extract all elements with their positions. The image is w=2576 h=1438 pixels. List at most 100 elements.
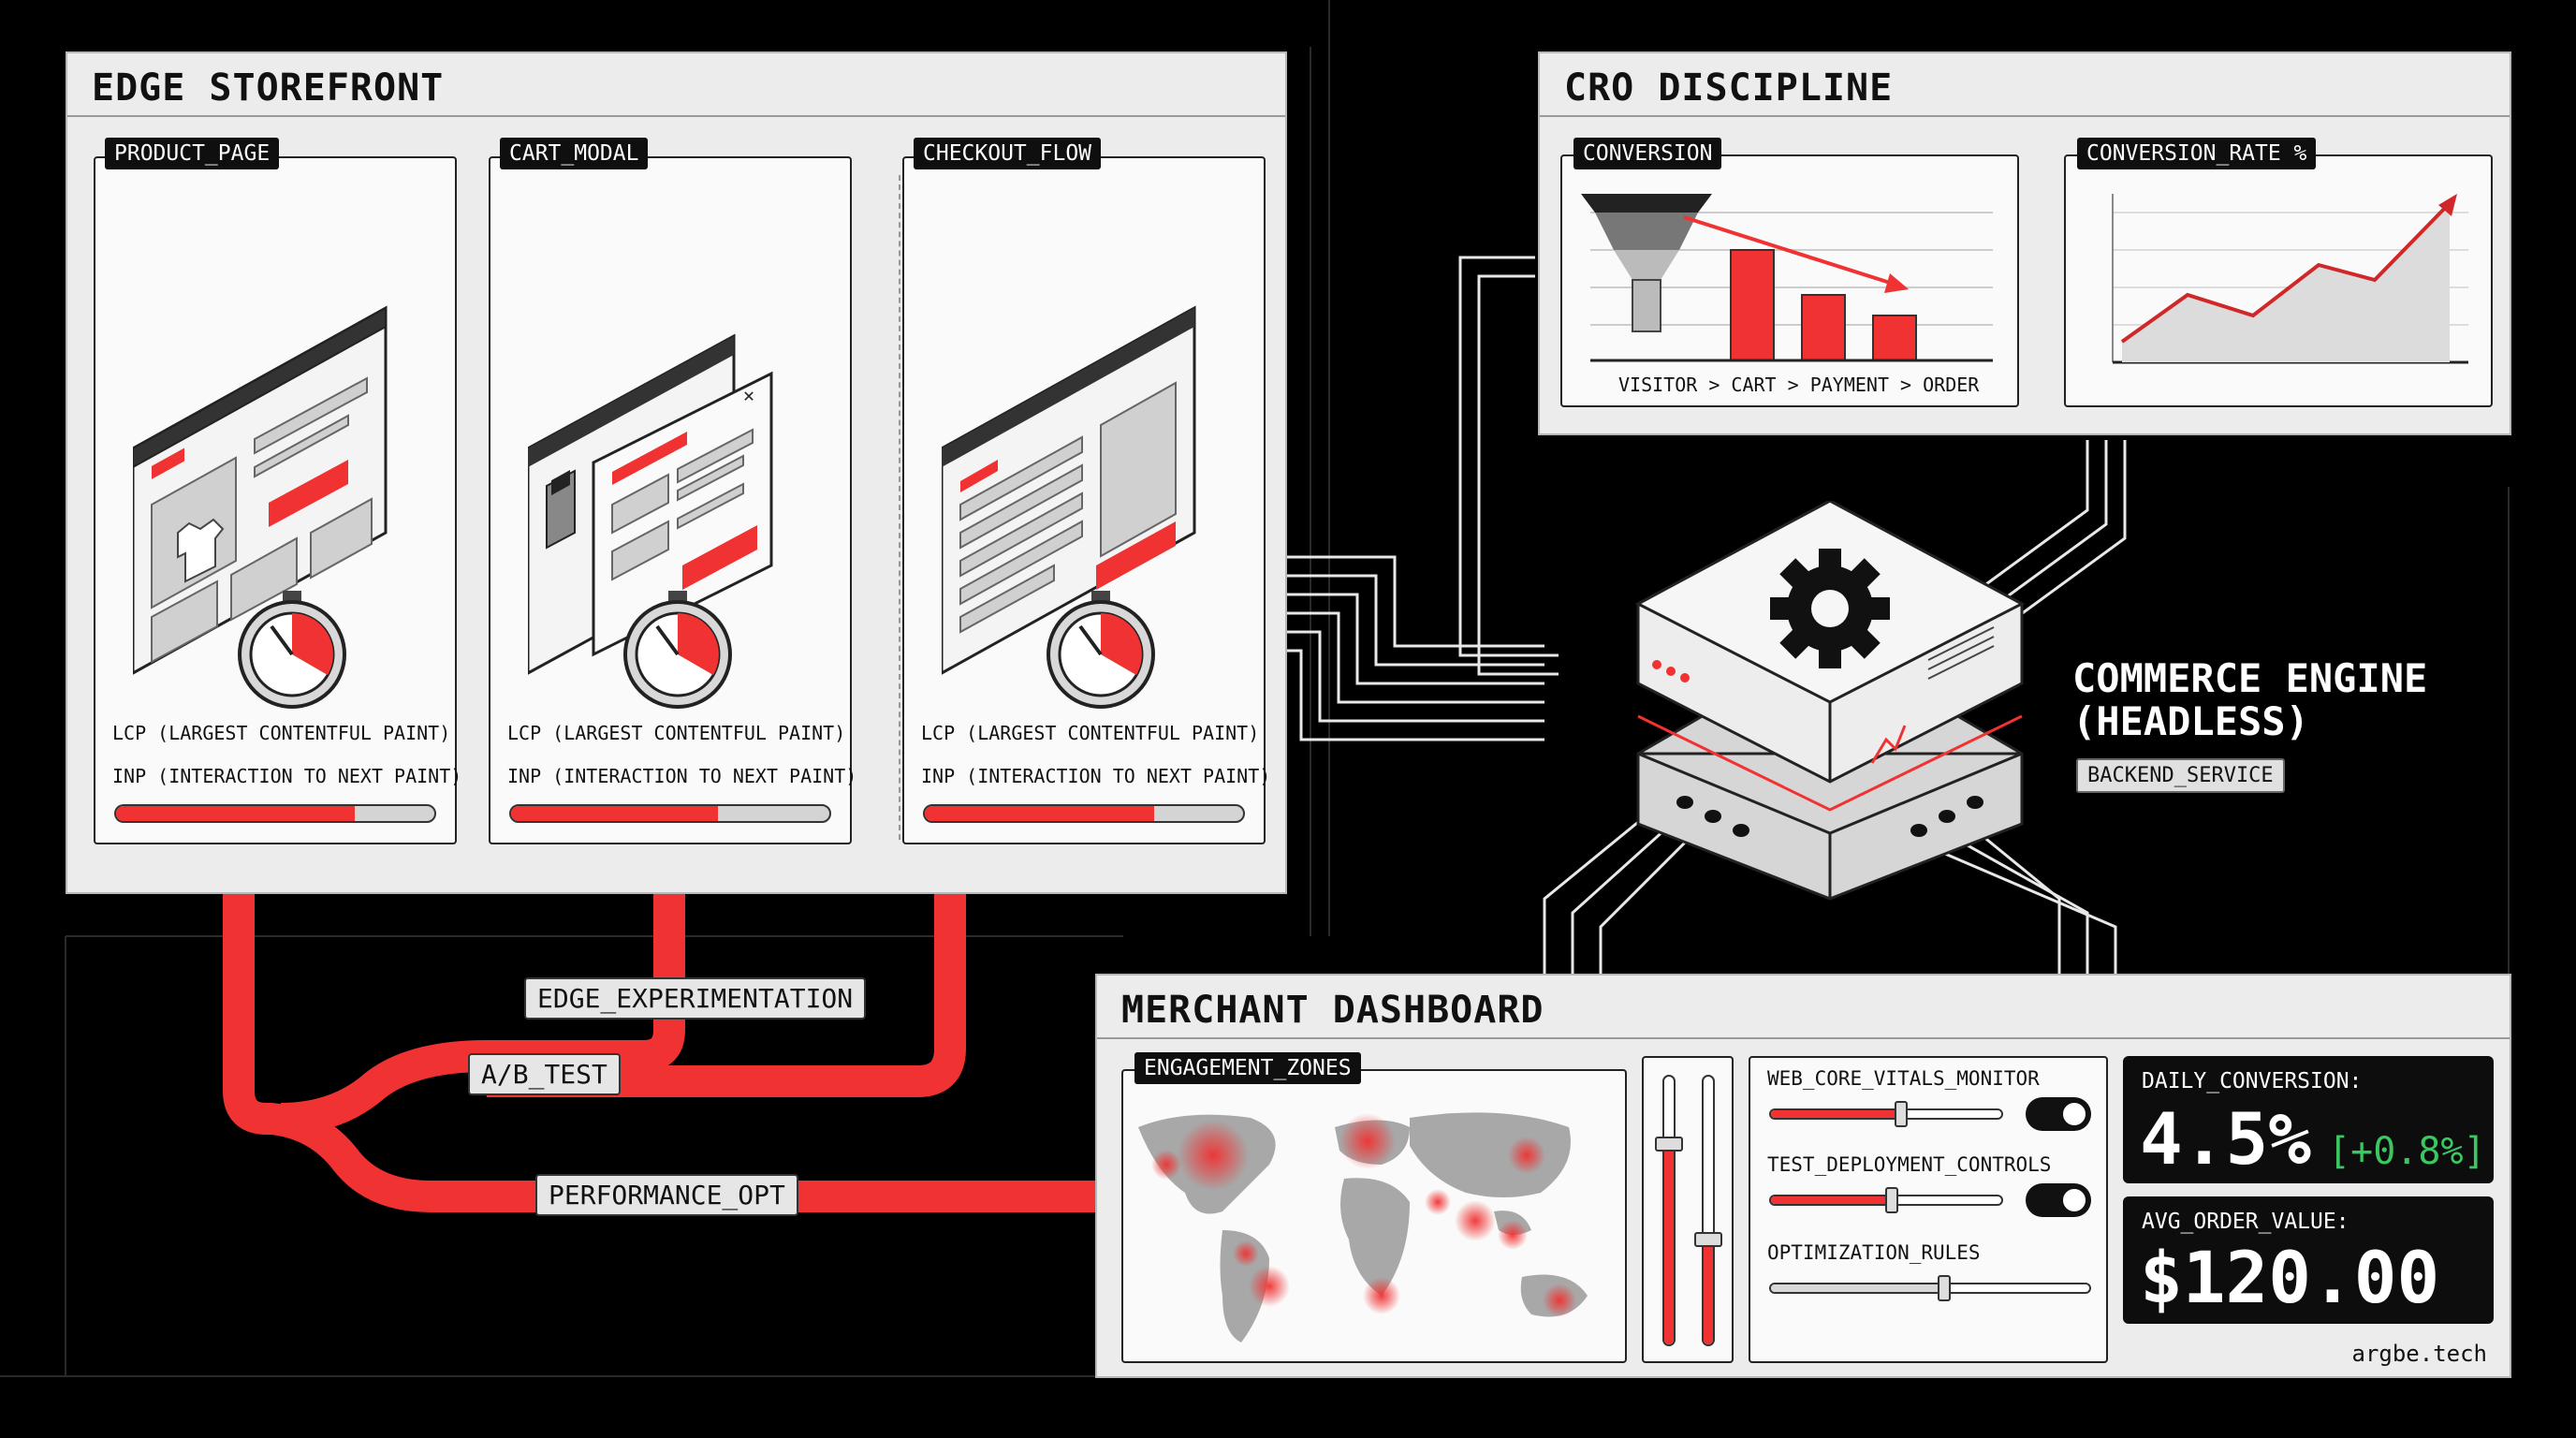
backend-service-badge: BACKEND_SERVICE — [2076, 758, 2285, 793]
dashed-divider — [899, 175, 900, 840]
card-tag: CART_MODAL — [500, 138, 649, 169]
conversion-rate-card[interactable]: CONVERSION_RATE % — [2064, 138, 2493, 407]
product-page-illustration — [133, 305, 388, 709]
product-page-card[interactable]: PRODUCT_PAGE — [94, 138, 461, 844]
trend-arrowhead — [2438, 194, 2457, 216]
engine-title-line2: (HEADLESS) — [2072, 698, 2309, 744]
close-icon: ✕ — [743, 384, 754, 406]
merchant-dashboard-panel: MERCHANT DASHBOARD ENGAGEMENT_ZONES — [1095, 974, 2511, 1378]
panel-title: MERCHANT DASHBOARD — [1121, 989, 1544, 1032]
panel-title: EDGE STOREFRONT — [92, 66, 445, 110]
lcp-label: LCP (LARGEST CONTENTFUL PAINT) — [507, 722, 846, 744]
vertical-slider-2[interactable] — [1702, 1075, 1715, 1346]
avg-order-value-kpi: AVG_ORDER_VALUE: $120.00 — [2123, 1196, 2494, 1324]
inp-label: INP (INTERACTION TO NEXT PAINT) — [112, 765, 462, 787]
optimization-rules-slider-fill — [1771, 1284, 1946, 1292]
card-tag: CONVERSION_RATE % — [2077, 138, 2317, 169]
inp-label: INP (INTERACTION TO NEXT PAINT) — [507, 765, 857, 787]
daily-conversion-delta: [+0.8%] — [2328, 1130, 2486, 1173]
hotspot-south-america — [1233, 1240, 1259, 1267]
hotspot-west-coast — [1151, 1150, 1181, 1180]
stopwatch-icon — [1046, 591, 1155, 709]
card-tag: CHECKOUT_FLOW — [914, 138, 1102, 169]
conversion-rate-chart — [2112, 194, 2468, 364]
web-core-vitals-toggle[interactable] — [2026, 1097, 2091, 1131]
funnel-bar-order — [1872, 315, 1917, 361]
performance-bar-fill — [116, 806, 355, 821]
world-map — [1138, 1112, 1588, 1343]
trend-arrow — [1683, 215, 1891, 285]
footer-brand[interactable]: argbe.tech — [2351, 1341, 2488, 1367]
funnel-icon — [1581, 194, 1712, 332]
optimization-rules-slider[interactable] — [1769, 1283, 2091, 1294]
kpi-label: DAILY_CONVERSION: — [2142, 1069, 2363, 1093]
engagement-zones-card[interactable]: ENGAGEMENT_ZONES — [1121, 1052, 1627, 1363]
ab-test-label[interactable]: A/B_TEST — [468, 1053, 621, 1095]
stopwatch-icon — [623, 591, 732, 709]
test-deployment-label: TEST_DEPLOYMENT_CONTROLS — [1767, 1153, 2052, 1176]
web-core-vitals-slider[interactable] — [1769, 1108, 2003, 1120]
performance-opt-label[interactable]: PERFORMANCE_OPT — [535, 1174, 798, 1216]
browser-window-icon: ✕ — [528, 333, 773, 675]
stopwatch-icon — [238, 591, 346, 709]
engine-title-line1: COMMERCE ENGINE — [2072, 655, 2428, 701]
divider — [67, 115, 1285, 117]
browser-window-icon — [942, 305, 1196, 675]
lcp-label: LCP (LARGEST CONTENTFUL PAINT) — [112, 722, 451, 744]
vertical-slider-2-thumb[interactable] — [1694, 1232, 1722, 1247]
card-tag: CONVERSION — [1573, 138, 1722, 169]
trend-area — [2122, 203, 2450, 362]
test-deployment-toggle[interactable] — [2026, 1183, 2091, 1217]
funnel-bar-payment — [1801, 294, 1846, 361]
engine-title: COMMERCE ENGINE (HEADLESS) — [2072, 657, 2427, 743]
edge-storefront-panel: EDGE STOREFRONT PRODUCT_PAGE — [66, 51, 1287, 894]
lcp-label: LCP (LARGEST CONTENTFUL PAINT) — [921, 722, 1260, 744]
edge-experimentation-label[interactable]: EDGE_EXPERIMENTATION — [524, 977, 867, 1020]
hotspot-middle-east — [1425, 1189, 1451, 1215]
checkout-flow-illustration — [942, 305, 1196, 709]
funnel-stages: VISITOR > CART > PAYMENT > ORDER — [1618, 374, 1980, 396]
vertical-slider-2-fill — [1704, 1237, 1713, 1344]
checkout-flow-card[interactable]: CHECKOUT_FLOW — [902, 138, 1270, 844]
hotspot-africa — [1363, 1277, 1400, 1314]
inp-label: INP (INTERACTION TO NEXT PAINT) — [921, 765, 1271, 787]
cart-modal-illustration: ✕ — [528, 333, 773, 709]
card-tag: ENGAGEMENT_ZONES — [1134, 1052, 1361, 1084]
toggle-knob — [2061, 1101, 2087, 1127]
performance-bar-fill — [511, 806, 718, 821]
vertical-sliders-card[interactable] — [1642, 1056, 1734, 1363]
daily-conversion-kpi: DAILY_CONVERSION: 4.5% [+0.8%] — [2123, 1056, 2494, 1183]
cart-modal-card[interactable]: CART_MODAL ✕ — [489, 138, 856, 844]
divider — [1097, 1037, 2510, 1039]
trend-line — [2120, 201, 2452, 344]
vertical-slider-1-fill — [1664, 1143, 1674, 1344]
vertical-slider-1-thumb[interactable] — [1655, 1137, 1683, 1152]
hotspot-east-asia — [1508, 1137, 1545, 1174]
commerce-engine-server — [1634, 501, 2026, 901]
daily-conversion-value: 4.5% — [2140, 1097, 2312, 1181]
web-core-vitals-label: WEB_CORE_VITALS_MONITOR — [1767, 1067, 2040, 1090]
cro-discipline-panel: CRO DISCIPLINE CONVERSION VISITOR — [1538, 51, 2511, 435]
browser-window-icon — [133, 305, 388, 675]
conversion-card[interactable]: CONVERSION VISITOR > CART > PAYMENT > OR… — [1560, 138, 2019, 407]
toggle-knob — [2061, 1187, 2087, 1213]
vertical-slider-1[interactable] — [1662, 1075, 1676, 1346]
hotspot-north-america — [1178, 1120, 1249, 1191]
conversion-funnel-chart — [1581, 194, 1993, 362]
card-tag: PRODUCT_PAGE — [105, 138, 280, 169]
hotspot-india — [1455, 1200, 1496, 1241]
status-lights-icon — [1652, 660, 1690, 682]
optimization-rules-slider-thumb[interactable] — [1938, 1275, 1951, 1301]
hotspot-southeast-asia — [1498, 1220, 1528, 1250]
test-deployment-slider-thumb[interactable] — [1885, 1187, 1898, 1213]
divider — [1540, 115, 2510, 117]
performance-bar-fill — [925, 806, 1154, 821]
funnel-bar-cart — [1730, 249, 1775, 361]
gear-icon — [1770, 549, 1890, 668]
panel-title: CRO DISCIPLINE — [1564, 66, 1894, 110]
performance-bar — [509, 804, 831, 823]
web-core-vitals-slider-fill — [1771, 1110, 1898, 1118]
controls-card[interactable]: WEB_CORE_VITALS_MONITOR TEST_DEPLOYMENT_… — [1749, 1056, 2108, 1363]
web-core-vitals-slider-thumb[interactable] — [1895, 1101, 1908, 1127]
test-deployment-slider-fill — [1771, 1196, 1886, 1204]
